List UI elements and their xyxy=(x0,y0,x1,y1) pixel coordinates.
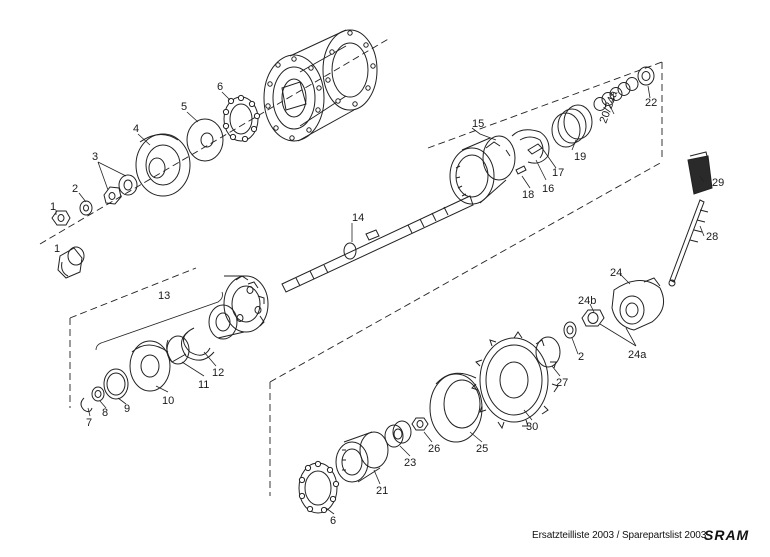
shifter-24 xyxy=(611,277,665,331)
callout-labels: 1 1 2 3 4 5 6 14 13 7 8 9 10 11 12 15 16… xyxy=(50,81,724,527)
callout-15: 15 xyxy=(472,118,484,130)
callout-19: 19 xyxy=(574,151,586,163)
balls-20-24a xyxy=(593,77,639,111)
callout-11: 11 xyxy=(198,379,209,391)
callout-22: 22 xyxy=(645,97,657,109)
dust-cap-4 xyxy=(135,133,191,197)
callout-7: 7 xyxy=(86,417,92,429)
nut-26 xyxy=(411,417,429,431)
callout-20-24a: 20/24a xyxy=(598,88,621,125)
circlip-12 xyxy=(181,327,215,361)
cap-nut-1 xyxy=(57,246,85,279)
callout-10: 10 xyxy=(162,395,174,407)
callout-2-right: 2 xyxy=(578,351,584,363)
driver-assembly-13 xyxy=(208,275,269,340)
brand-logo: SRAM xyxy=(704,527,750,543)
ball-retainer-6b xyxy=(298,460,340,514)
dust-cover-25 xyxy=(429,372,483,443)
callout-3: 3 xyxy=(92,151,98,163)
callout-18: 18 xyxy=(522,189,534,201)
callout-17: 17 xyxy=(552,167,564,179)
hub-shell xyxy=(263,29,378,142)
ring-gear-15 xyxy=(449,135,516,205)
callout-26: 26 xyxy=(428,443,440,455)
callout-16: 16 xyxy=(542,183,554,195)
callout-27: 27 xyxy=(556,377,568,389)
callout-25: 25 xyxy=(476,443,488,455)
callout-13: 13 xyxy=(158,290,170,302)
clutch-10 xyxy=(129,340,171,392)
bearing-23 xyxy=(384,420,412,448)
pawl-spring-16-17 xyxy=(511,129,550,164)
callout-12: 12 xyxy=(212,367,224,379)
callout-8: 8 xyxy=(102,407,108,419)
thrust-ring-9 xyxy=(103,368,129,400)
callout-24a: 24a xyxy=(628,349,647,361)
washer-8 xyxy=(91,386,105,402)
callout-5: 5 xyxy=(181,101,187,113)
pin-18 xyxy=(515,165,527,175)
callout-29: 29 xyxy=(712,177,724,189)
assembly-guide-lines xyxy=(39,37,663,496)
bearing-cup-5 xyxy=(186,118,224,162)
washer-2-right xyxy=(563,321,577,339)
sprocket-30 xyxy=(471,331,559,430)
callout-9: 9 xyxy=(124,403,130,415)
callout-30: 30 xyxy=(526,421,538,433)
nut-24b xyxy=(581,309,605,327)
circlip-27 xyxy=(535,336,561,368)
callout-6: 6 xyxy=(217,81,223,93)
footer-caption: Ersatzteilliste 2003 / Sparepartslist 20… xyxy=(532,530,707,541)
pawl-ring-11 xyxy=(166,335,190,365)
callout-6-lower: 6 xyxy=(330,515,336,527)
callout-4: 4 xyxy=(133,123,139,135)
driver-21 xyxy=(335,431,389,483)
nut-22 xyxy=(637,66,655,86)
spring-19 xyxy=(551,104,593,148)
leader-lines xyxy=(55,85,705,515)
washer-2 xyxy=(79,200,93,216)
circlip-7 xyxy=(80,397,93,413)
axle-14 xyxy=(281,195,474,293)
ball-retainer-6 xyxy=(222,94,261,143)
push-rod-28 xyxy=(668,199,709,287)
callout-2: 2 xyxy=(72,183,78,195)
callout-28: 28 xyxy=(706,231,718,243)
callout-24b: 24b xyxy=(578,295,596,307)
shift-cap-29 xyxy=(687,151,713,195)
callout-24: 24 xyxy=(610,267,622,279)
callout-21: 21 xyxy=(376,485,388,497)
callout-1: 1 xyxy=(50,201,56,213)
callout-23: 23 xyxy=(404,457,416,469)
cone-nut-3 xyxy=(103,174,138,205)
callout-14: 14 xyxy=(352,212,364,224)
axle-nut-1 xyxy=(51,210,71,226)
callout-1-cap: 1 xyxy=(54,243,60,255)
